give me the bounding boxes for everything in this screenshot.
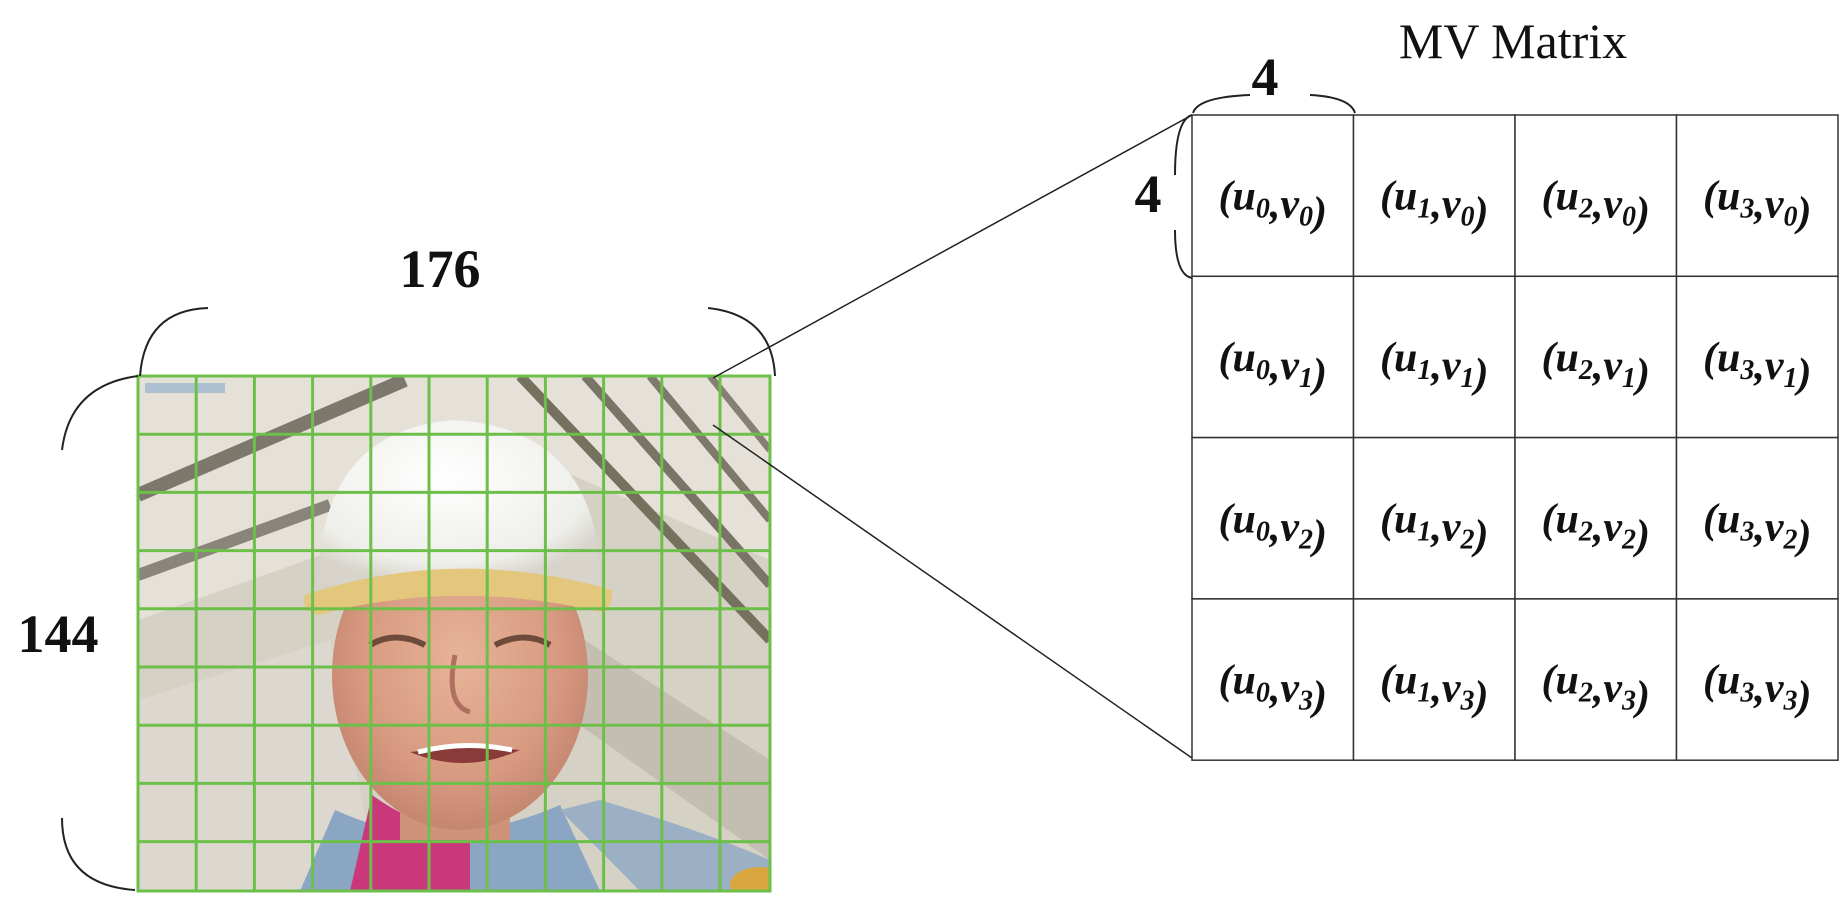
left-eye [368, 634, 427, 648]
motion-vector-label: (u3,v1) [1703, 335, 1812, 397]
matrix-cell [1514, 275, 1678, 439]
motion-vector-label: (u3,v2) [1703, 496, 1812, 558]
macroblock-grid [136, 374, 772, 893]
matrix-cell [1675, 114, 1839, 278]
hard-hat-brim [303, 568, 612, 615]
motion-vector-label: (u1,v0) [1380, 174, 1489, 236]
matrix-cell [1191, 275, 1355, 439]
frame-width-label: 176 [400, 239, 481, 299]
matrix-cell [1514, 598, 1678, 761]
block-height-brace-top [1174, 114, 1193, 176]
frame-height-brace-top [61, 375, 139, 451]
matrix-cell [1514, 436, 1678, 600]
wall-light [138, 640, 380, 891]
rod-2 [138, 499, 333, 581]
matrix-cell [1514, 114, 1678, 278]
motion-vector-label: (u0,v0) [1218, 174, 1327, 236]
motion-vector-label: (u0,v3) [1218, 658, 1327, 720]
matrix-cell [1352, 114, 1516, 278]
block-width-label: 4 [1252, 47, 1279, 107]
mv-matrix: (u0,v0) (u1,v0) (u2,v0) (u3,v0) (u0,v1) (u1,v… [1191, 114, 1839, 761]
motion-vector-label: (u1,v3) [1380, 658, 1489, 720]
frame-width-brace-right [707, 307, 776, 377]
matrix-cell [1675, 598, 1839, 761]
matrix-cell [1675, 436, 1839, 600]
shirt-shoulder [560, 800, 770, 891]
motion-vector-label: (u2,v0) [1541, 174, 1650, 236]
matrix-cell [1191, 436, 1355, 600]
mouth [410, 747, 520, 764]
block-height-brace-bottom [1174, 229, 1193, 279]
matrix-cell [1352, 436, 1516, 600]
motion-vector-label: (u1,v2) [1380, 496, 1489, 558]
block-width-brace-right [1309, 94, 1356, 114]
matrix-cell [1191, 114, 1355, 278]
motion-vector-label: (u2,v2) [1541, 496, 1650, 558]
motion-vector-label: (u0,v1) [1218, 335, 1327, 397]
motion-vector-label: (u0,v2) [1218, 496, 1327, 558]
block-height-label: 4 [1135, 164, 1162, 224]
rod-1 [138, 376, 408, 502]
motion-vector-label: (u2,v3) [1541, 658, 1650, 720]
yellow-object [730, 867, 770, 891]
hard-hat [318, 420, 600, 585]
matrix-cell [1191, 598, 1355, 761]
motion-vector-label: (u1,v1) [1380, 335, 1489, 397]
rod-5 [646, 376, 770, 523]
grid-border [136, 374, 772, 893]
motion-vector-label: (u2,v1) [1541, 335, 1650, 397]
motion-vector-label: (u3,v0) [1703, 174, 1812, 236]
frame-height-label: 144 [18, 604, 99, 664]
frame-height-brace-bottom [61, 817, 136, 891]
zoom-line-bottom [712, 424, 1193, 759]
nose [449, 654, 471, 715]
block-width-brace-left [1192, 94, 1251, 114]
zoom-line-top [712, 114, 1193, 379]
frame-width-brace-left [139, 307, 209, 377]
motion-vector-label: (u3,v3) [1703, 658, 1812, 720]
teeth [417, 743, 513, 755]
corner-logo-mark [145, 383, 225, 393]
video-frame-image [138, 376, 770, 891]
rod-3 [516, 376, 770, 644]
matrix-title: MV Matrix [1399, 13, 1627, 69]
